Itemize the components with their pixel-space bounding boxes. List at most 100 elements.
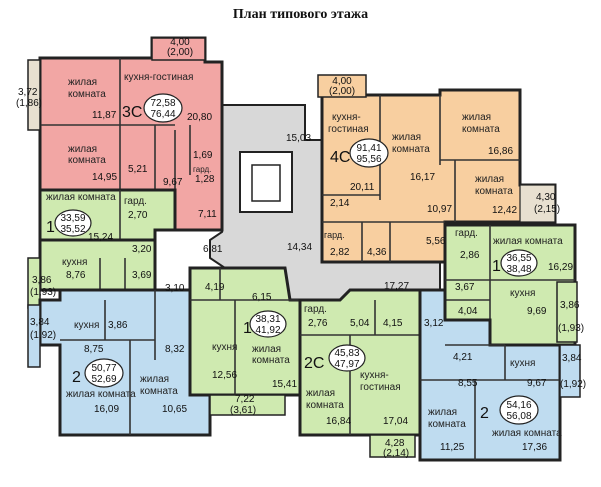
- svg-text:жилая: жилая: [252, 344, 281, 355]
- svg-text:(2,14): (2,14): [383, 448, 409, 459]
- svg-text:52,69: 52,69: [91, 374, 116, 385]
- svg-text:2: 2: [72, 369, 81, 386]
- svg-text:(1,93): (1,93): [30, 287, 56, 298]
- svg-text:5,04: 5,04: [350, 318, 370, 329]
- svg-text:(2,00): (2,00): [329, 86, 355, 97]
- svg-text:2С: 2С: [304, 355, 324, 372]
- svg-text:(1,92): (1,92): [30, 330, 56, 341]
- svg-text:17,36: 17,36: [522, 442, 547, 453]
- svg-text:20,80: 20,80: [187, 112, 212, 123]
- svg-text:кухня: кухня: [62, 257, 87, 268]
- svg-text:1: 1: [46, 219, 55, 236]
- svg-text:комната: комната: [306, 400, 344, 411]
- apartment-3c: [27, 36, 224, 232]
- svg-text:4,04: 4,04: [458, 306, 478, 317]
- svg-text:1,28: 1,28: [195, 174, 215, 185]
- svg-text:комната: комната: [462, 124, 500, 135]
- svg-text:4,00: 4,00: [170, 37, 190, 48]
- svg-text:2,82: 2,82: [330, 247, 350, 258]
- svg-text:91,41: 91,41: [356, 143, 381, 154]
- svg-text:гостиная: гостиная: [360, 382, 401, 393]
- svg-text:3С: 3С: [122, 104, 142, 121]
- oval-1b: 1 36,55 38,48: [492, 249, 538, 277]
- svg-text:жилая: жилая: [306, 388, 335, 399]
- svg-text:гостиная: гостиная: [328, 124, 369, 135]
- elevator-shaft: [239, 151, 293, 213]
- svg-text:(3,61): (3,61): [230, 405, 256, 416]
- svg-text:(1,92): (1,92): [560, 379, 586, 390]
- svg-text:(2,00): (2,00): [167, 47, 193, 58]
- svg-text:4,36: 4,36: [367, 247, 387, 258]
- svg-text:гард.: гард.: [193, 165, 211, 174]
- svg-text:3,84: 3,84: [30, 317, 50, 328]
- svg-text:гард.: гард.: [124, 196, 147, 207]
- svg-text:4,15: 4,15: [383, 318, 403, 329]
- svg-text:16,17: 16,17: [410, 172, 435, 183]
- svg-text:16,84: 16,84: [326, 416, 351, 427]
- svg-text:45,83: 45,83: [334, 348, 359, 359]
- svg-text:14,34: 14,34: [287, 242, 312, 253]
- apartment-1a-kitchen: [27, 238, 157, 309]
- svg-text:5,21: 5,21: [128, 164, 148, 175]
- svg-text:(1,86): (1,86): [16, 98, 42, 109]
- svg-text:9,69: 9,69: [527, 306, 547, 317]
- svg-text:15,03: 15,03: [286, 133, 311, 144]
- balcony-4c: [317, 74, 367, 98]
- svg-text:3,86: 3,86: [108, 320, 128, 331]
- svg-text:4,28: 4,28: [385, 438, 405, 449]
- svg-text:3,67: 3,67: [455, 282, 475, 293]
- svg-text:кухня: кухня: [510, 358, 535, 369]
- svg-text:жилая: жилая: [68, 144, 97, 155]
- svg-text:жилая: жилая: [68, 77, 97, 88]
- apartment-1c: [188, 266, 302, 416]
- svg-text:3,72: 3,72: [18, 87, 38, 98]
- svg-text:15,24: 15,24: [88, 232, 113, 243]
- svg-text:кухня: кухня: [510, 288, 535, 299]
- svg-text:8,75: 8,75: [84, 344, 104, 355]
- svg-text:56,08: 56,08: [506, 411, 531, 422]
- svg-text:2,70: 2,70: [128, 210, 148, 221]
- oval-1c: 1 38,31 41,92: [243, 310, 287, 338]
- balcony-3c: [151, 37, 206, 61]
- svg-text:2,76: 2,76: [308, 318, 328, 329]
- svg-text:комната: комната: [392, 144, 430, 155]
- svg-text:комната: комната: [68, 155, 106, 166]
- svg-text:комната: комната: [428, 419, 466, 430]
- svg-text:2,86: 2,86: [460, 250, 480, 261]
- room-labels: 4,00 (2,00) 3,72 (1,86) жилая комната 11…: [16, 37, 586, 459]
- svg-text:3,69: 3,69: [132, 270, 152, 281]
- svg-text:6,15: 6,15: [252, 292, 272, 303]
- svg-text:(2,15): (2,15): [534, 204, 560, 215]
- svg-text:4,00: 4,00: [332, 76, 352, 87]
- svg-text:16,09: 16,09: [94, 404, 119, 415]
- svg-text:4,30: 4,30: [536, 192, 556, 203]
- svg-text:гард.: гард.: [455, 228, 478, 239]
- svg-text:36,55: 36,55: [506, 253, 531, 264]
- svg-text:жилая комната: жилая комната: [492, 428, 562, 439]
- svg-text:14,95: 14,95: [92, 172, 117, 183]
- svg-text:жилая комната: жилая комната: [493, 236, 563, 247]
- svg-text:47,97: 47,97: [334, 359, 359, 370]
- svg-text:жилая: жилая: [392, 132, 421, 143]
- svg-text:3,12: 3,12: [424, 318, 444, 329]
- svg-text:17,27: 17,27: [384, 281, 409, 292]
- svg-text:3,86: 3,86: [32, 275, 52, 286]
- svg-text:(1,93): (1,93): [558, 323, 584, 334]
- svg-text:8,76: 8,76: [66, 270, 86, 281]
- svg-text:комната: комната: [475, 186, 513, 197]
- svg-text:9,67: 9,67: [163, 177, 183, 188]
- svg-text:38,31: 38,31: [255, 314, 280, 325]
- svg-text:жилая комната: жилая комната: [66, 389, 136, 400]
- oval-2a: 2 50,77 52,69: [72, 358, 124, 388]
- svg-text:8,55: 8,55: [458, 378, 478, 389]
- svg-text:1,69: 1,69: [193, 150, 213, 161]
- svg-text:5,56: 5,56: [426, 236, 446, 247]
- svg-text:11,25: 11,25: [440, 442, 465, 453]
- svg-text:72,58: 72,58: [150, 98, 175, 109]
- svg-text:жилая: жилая: [475, 174, 504, 185]
- svg-text:12,42: 12,42: [492, 205, 517, 216]
- svg-text:35,52: 35,52: [60, 224, 85, 235]
- apartment-2a: [27, 288, 212, 437]
- svg-text:гард.: гард.: [304, 304, 327, 315]
